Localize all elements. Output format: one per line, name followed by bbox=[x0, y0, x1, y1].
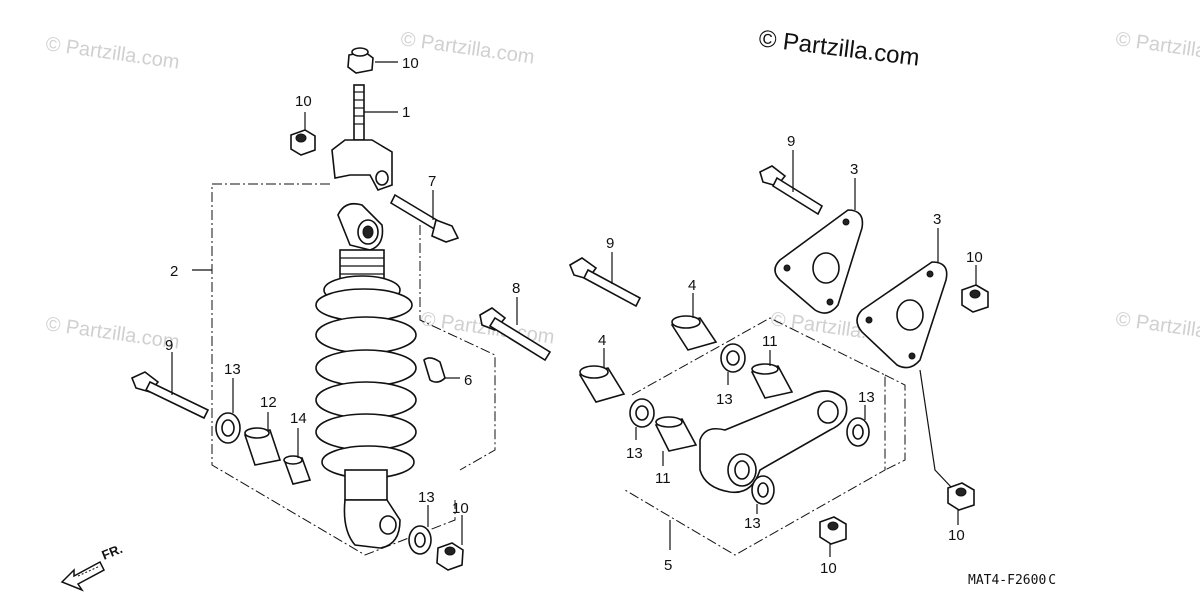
callout-13: 13 bbox=[744, 515, 761, 532]
callout-11: 11 bbox=[655, 470, 671, 487]
callout-13: 13 bbox=[224, 361, 241, 378]
bolt-9-middle bbox=[569, 257, 642, 308]
bushing-11-lower bbox=[654, 416, 698, 452]
collar-4-upper bbox=[670, 315, 718, 351]
watermark-faint: © Partzilla.com bbox=[44, 33, 181, 74]
callout-9: 9 bbox=[606, 235, 614, 252]
flange-nut-top bbox=[347, 47, 374, 74]
bolt-7 bbox=[389, 193, 460, 243]
collar-6 bbox=[423, 357, 446, 383]
callout-10: 10 bbox=[820, 560, 837, 577]
callout-2: 2 bbox=[170, 263, 178, 280]
dust-seal-13 bbox=[846, 417, 870, 447]
leader-line bbox=[919, 369, 953, 489]
watermark-faint: © Partzilla.com bbox=[399, 28, 536, 69]
bolt-9-upper bbox=[759, 165, 824, 216]
dust-seal-13 bbox=[629, 398, 655, 428]
callout-3: 3 bbox=[933, 211, 941, 228]
flange-nut-bottom bbox=[436, 542, 464, 571]
callout-6: 6 bbox=[464, 372, 472, 389]
callout-10: 10 bbox=[295, 93, 312, 110]
bushing-11-upper bbox=[750, 363, 794, 399]
upper-mount bbox=[331, 84, 393, 191]
callout-7: 7 bbox=[428, 173, 436, 190]
arrow-down-left-icon bbox=[60, 560, 105, 592]
callout-1: 1 bbox=[402, 104, 410, 121]
shock-absorber bbox=[315, 202, 417, 549]
dust-seal-13 bbox=[408, 525, 432, 555]
flange-nut-right-lower bbox=[947, 482, 975, 511]
dust-seal-13 bbox=[751, 475, 775, 505]
callout-11: 11 bbox=[762, 333, 778, 350]
callout-13: 13 bbox=[418, 489, 435, 506]
callout-10: 10 bbox=[948, 527, 965, 544]
callout-13: 13 bbox=[716, 391, 733, 408]
callout-8: 8 bbox=[512, 280, 520, 297]
plate-3-left bbox=[774, 209, 864, 314]
callout-4: 4 bbox=[598, 332, 606, 349]
callout-4: 4 bbox=[688, 277, 696, 294]
watermark-faint: © Partzilla.com bbox=[1114, 28, 1200, 69]
callout-13: 13 bbox=[626, 445, 643, 462]
flange-nut-right-upper bbox=[961, 284, 989, 313]
dust-seal-13 bbox=[720, 343, 746, 373]
dust-seal-13 bbox=[215, 412, 241, 444]
callout-3: 3 bbox=[850, 161, 858, 178]
watermark-faint: © Partzilla.com bbox=[1114, 308, 1200, 349]
watermark-main: © Partzilla.com bbox=[757, 25, 921, 72]
arm-group-outline bbox=[624, 317, 886, 556]
callout-9: 9 bbox=[787, 133, 795, 150]
callout-14: 14 bbox=[290, 410, 307, 427]
callout-9: 9 bbox=[165, 337, 173, 354]
callout-10: 10 bbox=[452, 500, 469, 517]
shock-group-outline-right bbox=[419, 225, 496, 471]
bushing-12 bbox=[243, 427, 282, 466]
bolt-9-left bbox=[130, 371, 210, 420]
collar-14 bbox=[283, 455, 312, 485]
flange-nut-center bbox=[819, 516, 847, 545]
flange-nut-left bbox=[290, 129, 316, 156]
bolt-8 bbox=[479, 307, 552, 362]
callout-5: 5 bbox=[664, 557, 672, 574]
direction-label: FR. bbox=[100, 541, 125, 563]
cushion-arm bbox=[699, 390, 848, 494]
plate-3-right bbox=[856, 261, 948, 369]
callout-13: 13 bbox=[858, 389, 875, 406]
callout-12: 12 bbox=[260, 394, 277, 411]
callout-10: 10 bbox=[966, 249, 983, 266]
plate-group-outline bbox=[884, 374, 906, 471]
watermark-faint: © Partzilla.com bbox=[44, 313, 181, 354]
collar-4-lower bbox=[578, 365, 626, 403]
callout-10: 10 bbox=[402, 55, 419, 72]
shock-group-outline bbox=[211, 183, 456, 556]
